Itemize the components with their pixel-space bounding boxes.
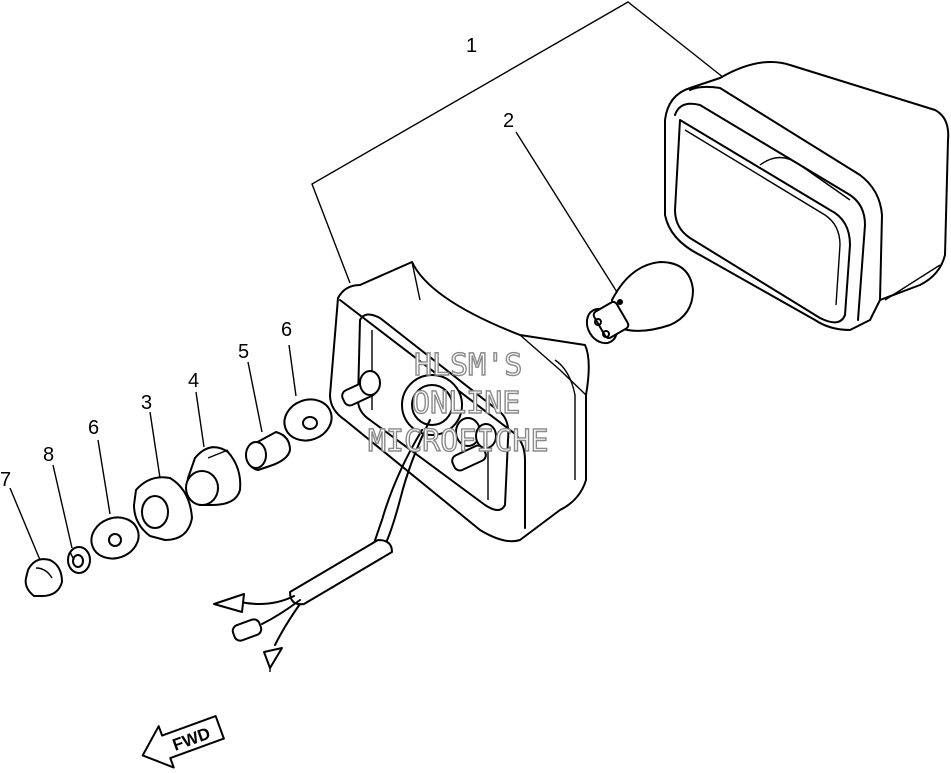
spacer-3 xyxy=(133,476,193,541)
stud-lower xyxy=(451,423,497,472)
acorn-nut-7 xyxy=(24,558,63,597)
watermark-line-3: MICROFICHE xyxy=(368,424,549,459)
callout-6-left: 6 xyxy=(88,417,99,439)
callout-4: 4 xyxy=(188,370,199,392)
callout-1: 1 xyxy=(466,35,477,57)
watermark-line-2: ONLINE xyxy=(412,386,520,421)
callout-3: 3 xyxy=(141,392,152,414)
assembly-bracket-1 xyxy=(311,1,725,284)
fwd-direction-arrow: FWD xyxy=(141,715,225,769)
callout-2: 2 xyxy=(503,110,514,132)
callout-leaders xyxy=(9,344,297,561)
watermark-line-1: HLSM'S xyxy=(414,348,522,383)
wiring-harness xyxy=(213,419,431,672)
stud-upper xyxy=(341,370,381,407)
washer-6-right xyxy=(283,398,333,442)
lock-washer-8 xyxy=(67,546,91,574)
collar-5 xyxy=(245,431,291,471)
watermark: HLSM'S ONLINE MICROFICHE xyxy=(367,347,549,459)
washer-6-left xyxy=(90,516,140,560)
callout-8: 8 xyxy=(43,444,54,466)
callout-5: 5 xyxy=(238,341,249,363)
bulb xyxy=(585,261,694,345)
grommet-4 xyxy=(185,446,242,506)
callout-7: 7 xyxy=(0,469,11,491)
taillight-lens xyxy=(664,61,950,331)
taillight-housing xyxy=(329,261,590,543)
callout-6-right: 6 xyxy=(281,319,292,341)
leader-line-2 xyxy=(515,131,623,301)
